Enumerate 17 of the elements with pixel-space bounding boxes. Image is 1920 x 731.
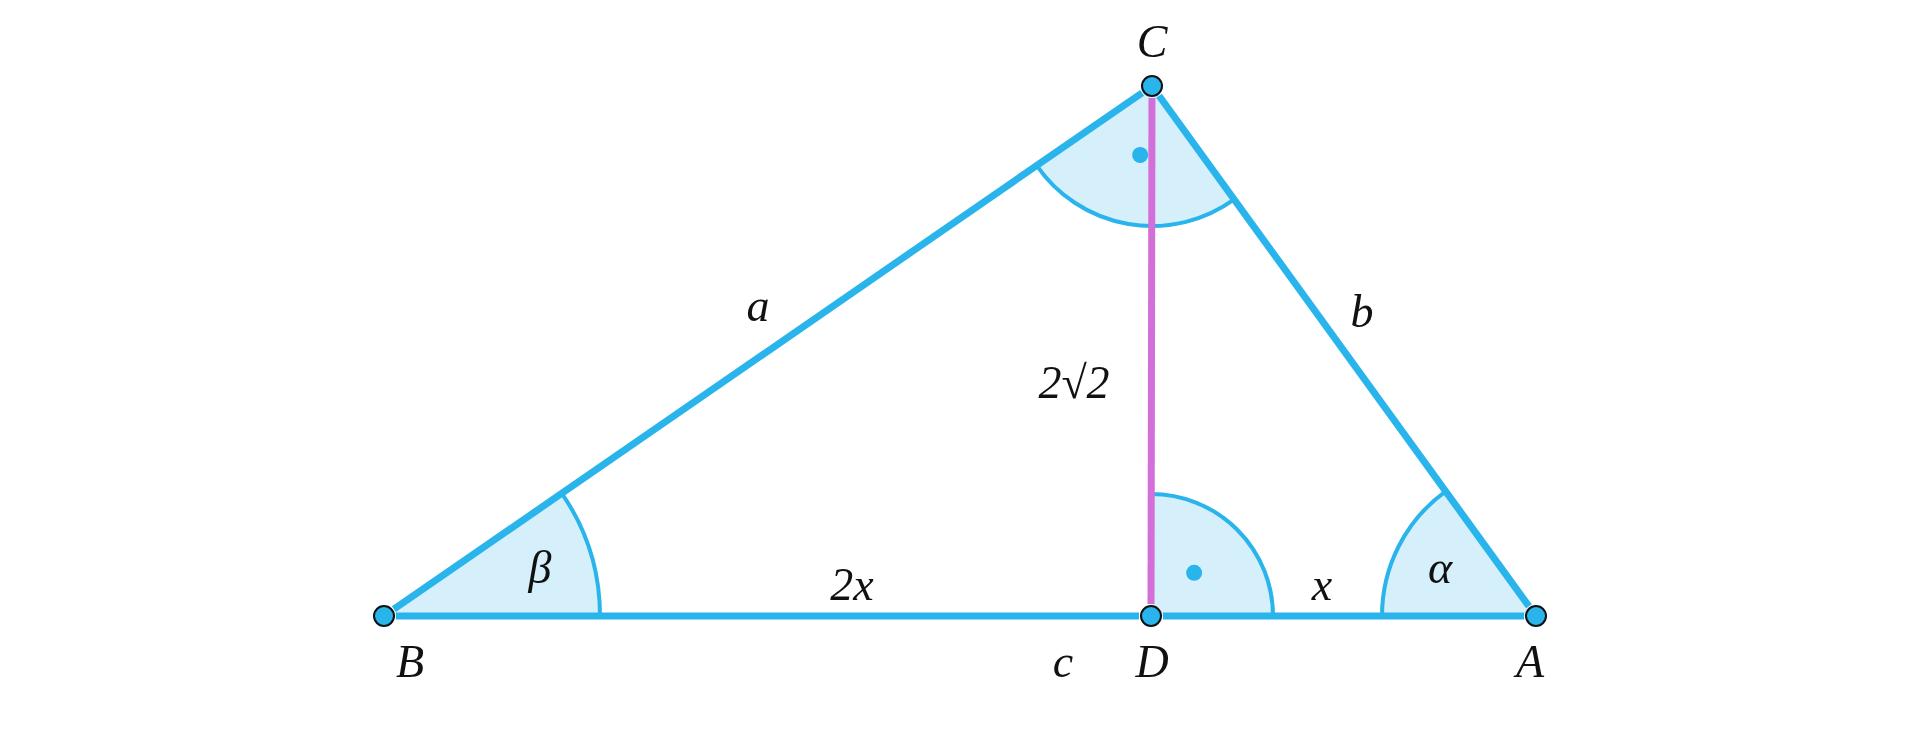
vertex-label: D — [1135, 639, 1169, 685]
vertex-label: A — [1515, 639, 1545, 685]
side-label: c — [1052, 639, 1074, 685]
triangle-side — [1156, 93, 1532, 609]
triangle-side — [396, 612, 1139, 620]
edge-label: 2√2 — [1038, 360, 1110, 406]
edge-label: a — [746, 283, 770, 329]
edge-label: 2x — [830, 562, 874, 608]
vertex-label: B — [395, 639, 425, 685]
vertex-label: C — [1136, 19, 1168, 65]
triangle-side — [391, 89, 1145, 613]
edge-label: x — [1311, 562, 1333, 608]
triangle-side — [1147, 98, 1156, 604]
angle-label: α — [1427, 545, 1453, 591]
triangle-side — [1163, 612, 1524, 620]
angle-label: β — [528, 545, 552, 591]
edge-label: b — [1350, 289, 1374, 335]
